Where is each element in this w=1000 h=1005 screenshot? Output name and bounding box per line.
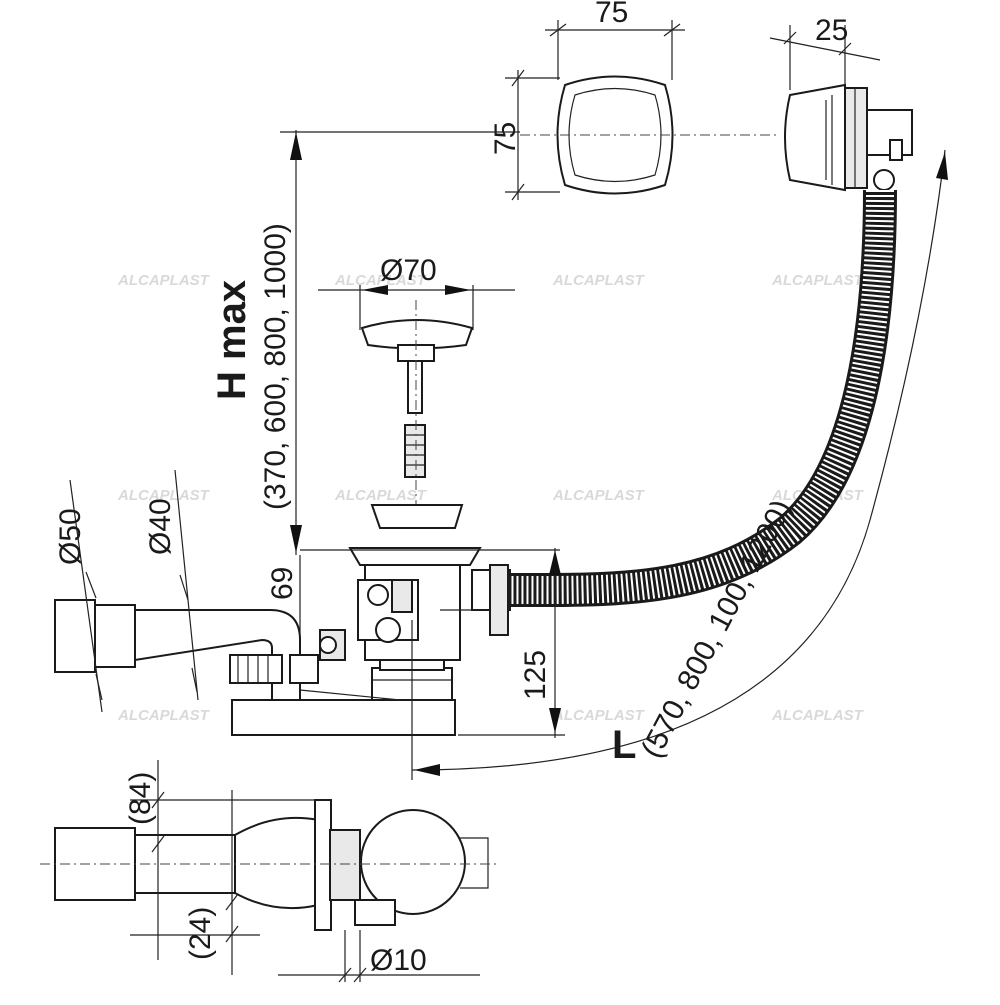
plan-84-label: (84) <box>124 772 157 825</box>
h-max-label: H max <box>210 280 254 400</box>
h-max-values: (370, 600, 800, 1000) <box>259 223 292 510</box>
outlet-d40-label: Ø40 <box>144 498 177 555</box>
length-label: L <box>612 723 636 767</box>
watermark: ALCAPLAST <box>552 707 646 724</box>
outlet-height-label: 125 <box>519 650 552 700</box>
overflow-side: 25 <box>769 14 913 192</box>
overflow-width-label: 75 <box>595 0 628 29</box>
height-125-dimension: 125 <box>458 548 565 738</box>
overflow-depth-label: 25 <box>815 14 848 47</box>
watermark: ALCAPLAST <box>334 272 428 289</box>
plan-d10-label: Ø10 <box>370 944 427 977</box>
outlet-trap: Ø50 Ø40 69 <box>54 469 401 713</box>
plan-24-label: (24) <box>184 907 217 960</box>
watermark: ALCAPLAST <box>117 272 211 289</box>
overflow-cover-front: 75 75 <box>489 0 685 201</box>
outlet-d50-label: Ø50 <box>54 508 87 565</box>
flexible-hose <box>505 189 897 607</box>
drain-body <box>231 504 511 736</box>
h-max-dimension: H max (370, 600, 800, 1000) <box>210 130 520 555</box>
watermark: ALCAPLAST <box>334 487 428 504</box>
plug-diameter-label: Ø70 <box>380 254 437 287</box>
watermark: ALCAPLAST <box>552 272 646 289</box>
watermark: ALCAPLAST <box>771 272 865 289</box>
watermark: ALCAPLAST <box>771 707 865 724</box>
watermark: ALCAPLAST <box>117 487 211 504</box>
watermark: ALCAPLAST <box>552 487 646 504</box>
watermark: ALCAPLAST <box>117 707 211 724</box>
overflow-height-label: 75 <box>489 122 522 155</box>
trap-height-label: 69 <box>266 567 299 600</box>
plan-view: (84) (24) Ø10 <box>40 760 500 983</box>
plug: Ø70 <box>318 254 515 478</box>
